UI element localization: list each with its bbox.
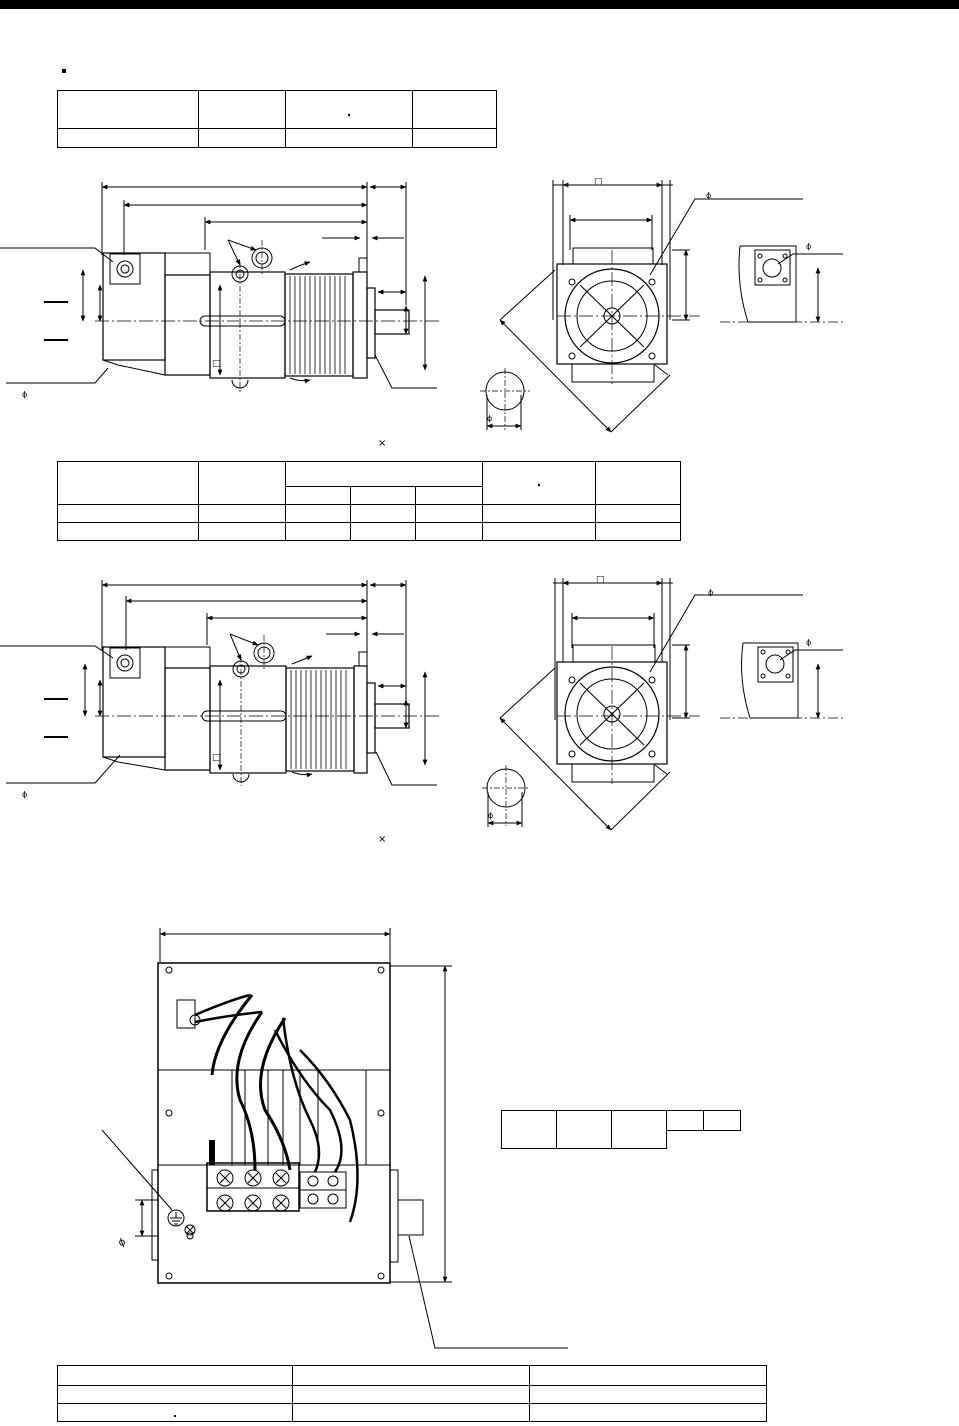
phi-symbol: ϕ: [706, 191, 711, 200]
t2-header-cell: [482, 461, 596, 505]
square-symbol: □: [212, 753, 221, 763]
t2-header-cell: [595, 461, 681, 505]
t2-cell: [595, 522, 681, 541]
t2-header-cell: [57, 461, 199, 505]
motor-side-view-2: [0, 580, 440, 786]
square-symbol: □: [594, 177, 603, 187]
spec-table-1: [57, 90, 497, 148]
motor-front-view-1: [480, 180, 803, 433]
connector-detail-1: [720, 245, 845, 323]
t2-header-cell: [198, 461, 286, 505]
t3-cell: [501, 1110, 557, 1149]
phi-symbol: ϕ: [708, 588, 713, 597]
t1-header-cell: [57, 90, 199, 129]
phi-symbol: ϕ: [22, 390, 27, 399]
motor-side-view-1: [0, 182, 440, 392]
spec-table-4: [57, 1365, 767, 1422]
page-top-rule: [0, 0, 959, 9]
square-symbol: □: [212, 359, 221, 369]
phi-symbol: ϕ: [806, 638, 811, 647]
phi-symbol: ϕ: [22, 790, 27, 799]
times-symbol: ×: [378, 834, 386, 845]
phi-symbol: ϕ: [487, 414, 492, 423]
square-symbol: □: [596, 575, 605, 585]
t3-cell: [611, 1110, 667, 1149]
phi-symbol: ϕ: [117, 1236, 127, 1249]
t4-cell: [529, 1403, 767, 1422]
t3-empty: [666, 1130, 741, 1149]
connector-detail-2: [720, 642, 845, 719]
phi-symbol: ϕ: [488, 811, 493, 820]
spec-table-3: [501, 1110, 741, 1149]
phi-symbol: ϕ: [806, 242, 811, 251]
times-symbol: ×: [378, 438, 386, 449]
spec-table-2: [57, 461, 681, 541]
section-bullet: [62, 69, 66, 73]
terminal-box-drawing: [101, 928, 568, 1349]
t1-cell: [412, 128, 497, 148]
motor-front-view-2: [482, 578, 803, 831]
